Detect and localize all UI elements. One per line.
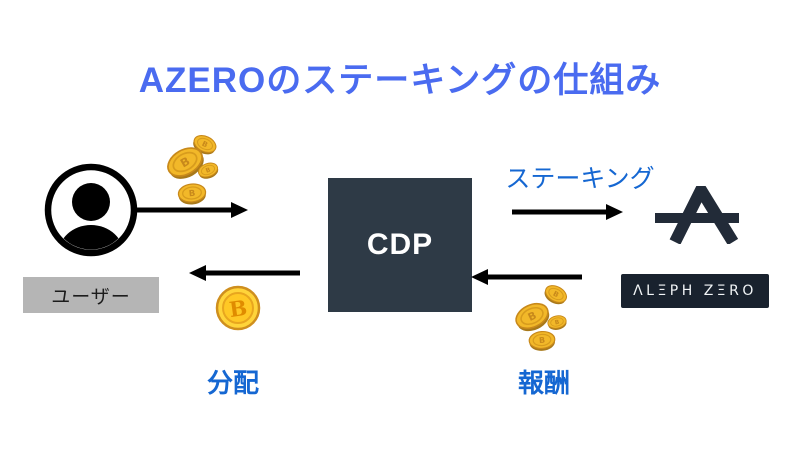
reward-flow-label: 報酬 [517,368,570,398]
cdp-node: CDP [328,178,472,312]
arrow-aleph-to-cdp [471,269,582,285]
user-node-label: ユーザー [23,277,159,313]
cdp-label: CDP [366,228,434,261]
page-title: AZEROのステーキングの仕組み [138,61,662,100]
user-avatar-icon [44,163,138,257]
aleph-zero-wordmark: ΛLΞPH ZΞRO [621,274,769,308]
distribution-coin-icon: B [215,285,261,331]
arrow-cdp-to-aleph [512,204,623,220]
reward-coins-icon [511,281,570,353]
aleph-zero-wordmark-text: ΛLΞPH ZΞRO [633,283,757,299]
deposit-coins-icon [162,131,221,207]
arrow-cdp-to-user [189,265,300,281]
arrow-user-to-cdp [137,202,248,218]
staking-flow-label: ステーキング [505,165,655,193]
user-label-text: ユーザー [51,286,131,308]
distribution-flow-label: 分配 [206,368,259,398]
svg-text:B: B [228,295,249,322]
aleph-zero-logo-icon [655,186,739,244]
